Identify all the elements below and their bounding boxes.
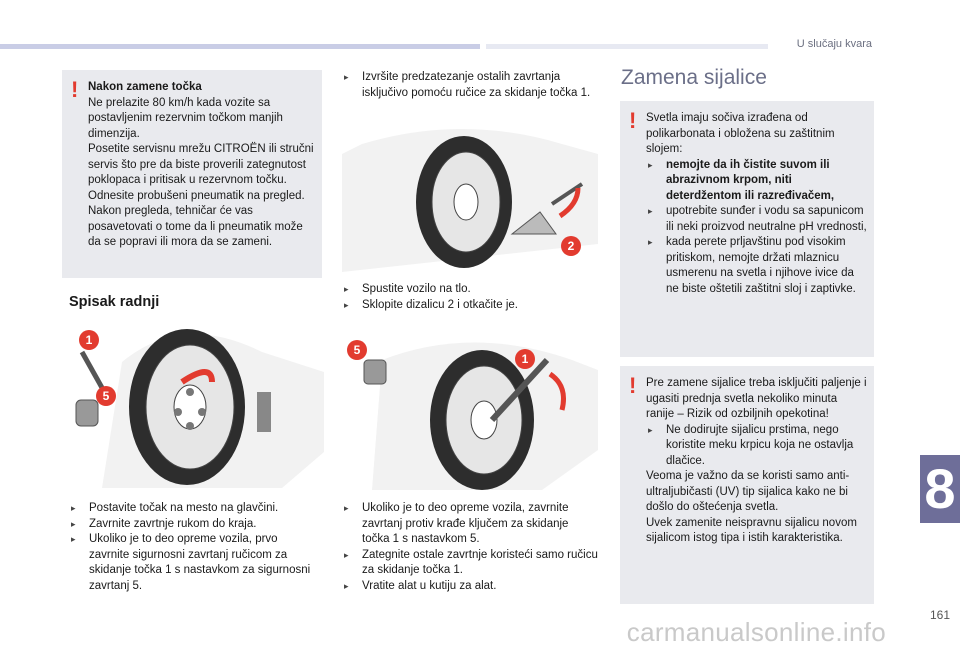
warning-icon: ! <box>629 373 637 398</box>
step-item: Zategnite ostale zavrtnje koristeći samo… <box>342 548 598 579</box>
warning-box-lenses: ! Svetla imaju sočiva izrađena od polika… <box>620 101 874 357</box>
step-top-middle: Izvršite predzatezanje ostalih zavrtanja… <box>342 70 598 101</box>
callout-1: 1 <box>86 333 93 347</box>
top-rule <box>0 44 480 49</box>
bulb-heading: Zamena sijalice <box>621 66 767 89</box>
chapter-tab: 8 <box>920 455 960 523</box>
bullet-item: Ne dodirujte sijalicu prstima, nego kori… <box>646 423 868 470</box>
callout-5: 5 <box>354 343 361 357</box>
steps-list-left: Postavite točak na mesto na glavčini. Za… <box>69 501 321 594</box>
warning-title: Nakon zamene točka <box>88 81 202 93</box>
step-item: Vratite alat u kutiju za alat. <box>342 579 598 595</box>
step-item: Zavrnite zavrtnje rukom do kraja. <box>69 517 321 533</box>
warning-icon: ! <box>629 108 637 133</box>
bullet-item: kada perete prljavštinu pod visokim prit… <box>646 235 868 297</box>
warning-icon: ! <box>71 77 79 102</box>
step-item: Ukoliko je to deo opreme vozila, prvo za… <box>69 532 321 594</box>
wheel-brace-illustration: 5 1 <box>347 340 598 490</box>
steps-heading: Spisak radnji <box>69 294 160 310</box>
wheel-bolt-illustration: 1 5 <box>75 329 324 488</box>
steps-list-middle: Spustite vozilo na tlo. Sklopite dizalic… <box>342 282 598 313</box>
warning-box-bulb: ! Pre zamene sijalice treba isključiti p… <box>620 366 874 604</box>
bullet-item: upotrebite sunđer i vodu sa sapunicom il… <box>646 204 868 235</box>
top-rule-light <box>486 44 768 49</box>
step-item: Ukoliko je to deo opreme vozila, zavrnit… <box>342 501 598 548</box>
steps-list-bottom: Ukoliko je to deo opreme vozila, zavrnit… <box>342 501 598 594</box>
bullet-item: nemojte da ih čistite suvom ili abrazivn… <box>646 158 868 205</box>
callout-1: 1 <box>522 352 529 366</box>
callout-5: 5 <box>103 389 110 403</box>
jack-illustration: 2 <box>342 129 598 272</box>
watermark: carmanualsonline.info <box>626 617 886 647</box>
page-number: 161 <box>929 608 950 622</box>
warning-text: Ne prelazite 80 km/h kada vozite sa post… <box>88 96 314 249</box>
callout-2: 2 <box>568 239 575 253</box>
section-title: U slučaju kvara <box>796 38 872 50</box>
step-item: Sklopite dizalicu 2 i otkačite je. <box>342 298 598 314</box>
step-item: Spustite vozilo na tlo. <box>342 282 598 298</box>
step-item: Postavite točak na mesto na glavčini. <box>69 501 321 517</box>
warning-box-after-wheel-change: ! Nakon zamene točka Ne prelazite 80 km/… <box>62 70 322 278</box>
